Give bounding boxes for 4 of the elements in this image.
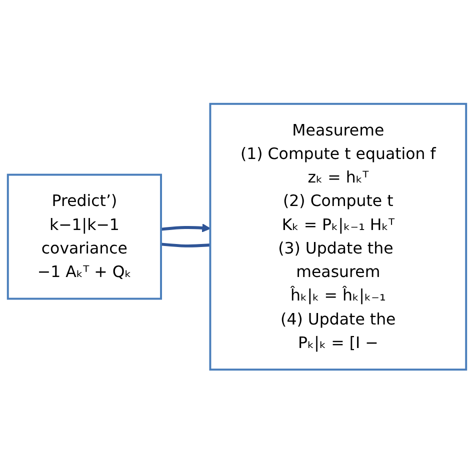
node-box: Measureme (1) Compute t equation f zₖ = hₖᵀ (2) Compute t Kₖ = Pₖ|ₖ₋₁ Hₖᵀ (3) Update the measurem ĥₖ|ₖ = ĥₖ|ₖ₋₁ (4) Update the Pₖ|ₖ = [I − [209, 103, 468, 371]
connector [160, 242, 210, 248]
arrow [160, 224, 211, 233]
node-box: Predict’) k−1|k−1 covariance −1 Aₖᵀ + Qₖ [6, 174, 162, 300]
